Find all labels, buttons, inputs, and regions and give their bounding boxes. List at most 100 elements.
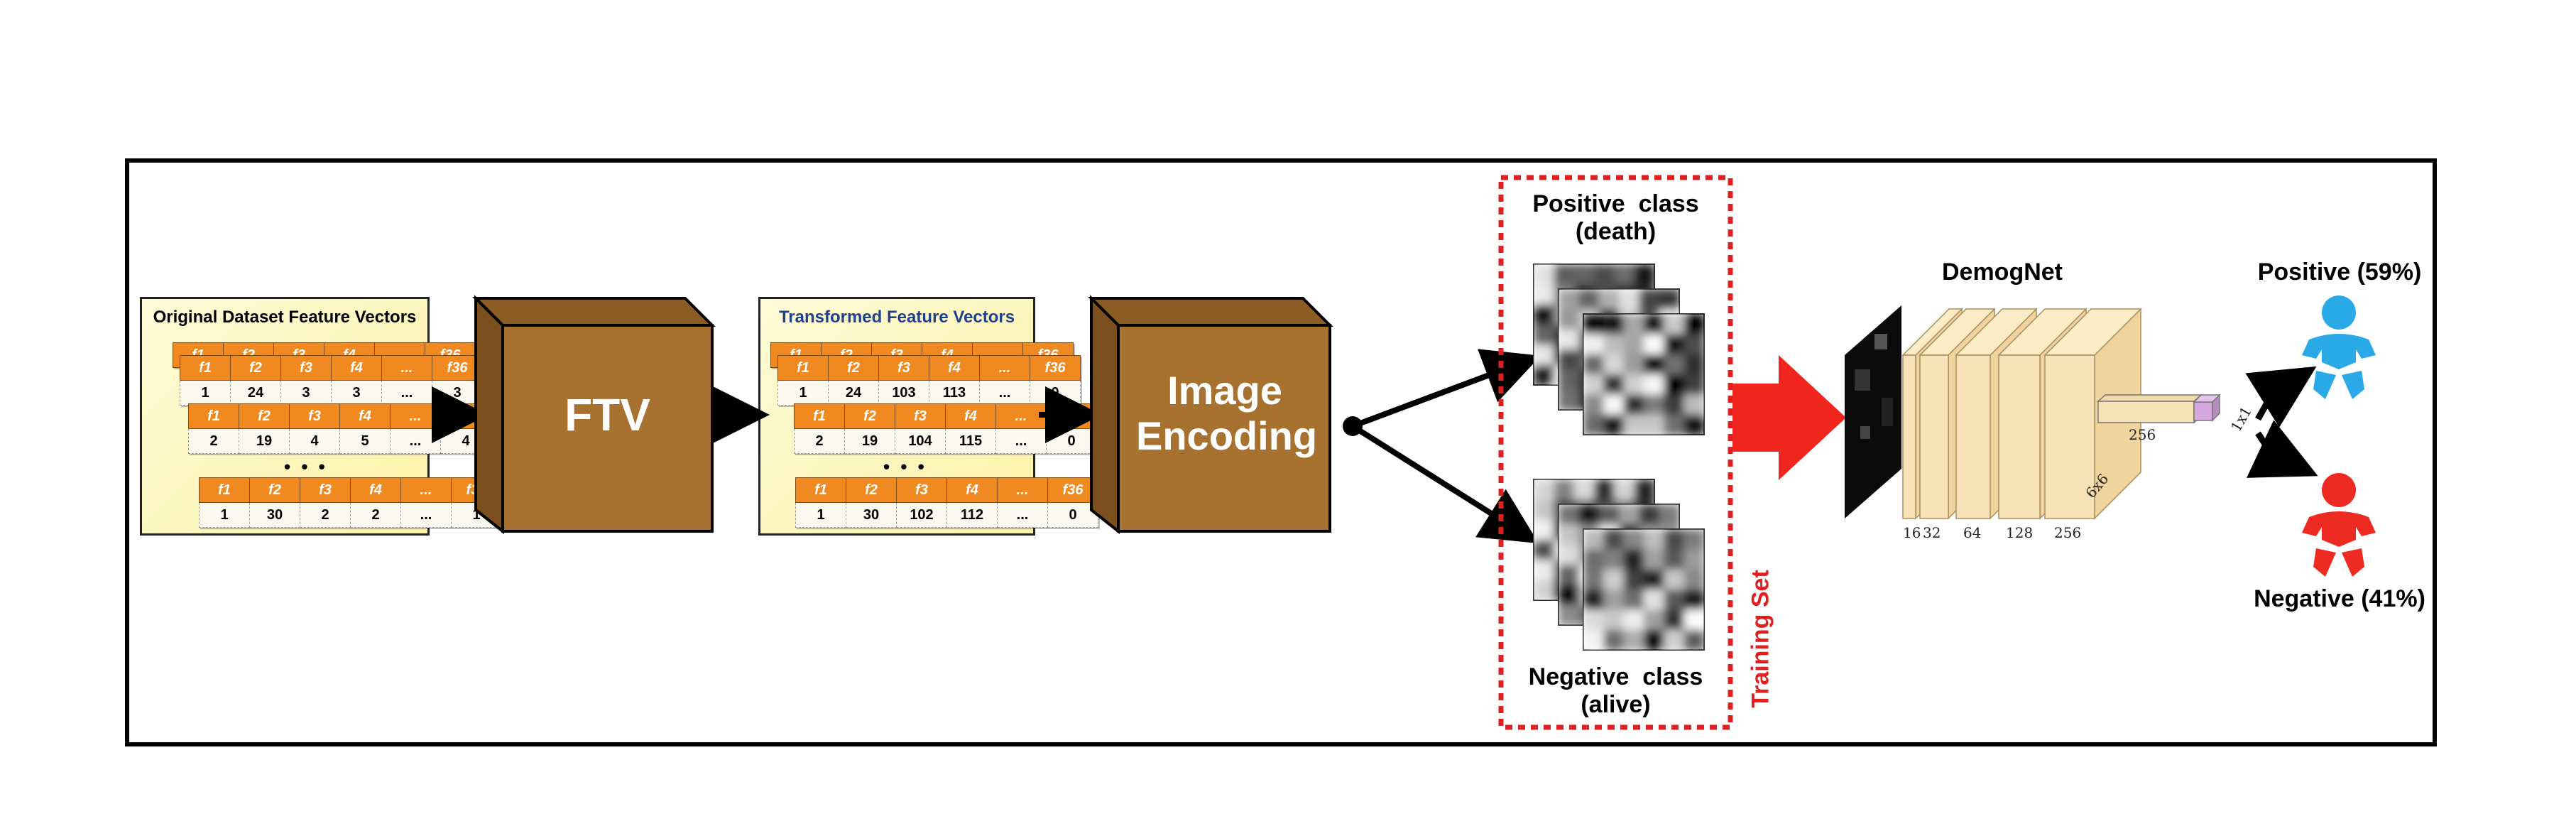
ellipsis-dots: • • • <box>284 456 328 477</box>
layer-size-label: 16 <box>1903 524 1921 541</box>
feature-header-cell: f36 <box>1030 355 1081 381</box>
negative-class-line1: Negative class <box>1528 663 1703 690</box>
feature-value-cell: 113 <box>929 380 980 406</box>
feature-header-cell: f4 <box>929 355 980 381</box>
feature-value-cell: 1 <box>777 380 829 406</box>
training-set-label: Training Set <box>1747 570 1774 708</box>
positive-encoded-images <box>1533 264 1705 435</box>
positive-class-line2: (death) <box>1575 218 1657 245</box>
encoded-image <box>1583 313 1705 435</box>
feature-header-cell: f3 <box>878 355 929 381</box>
feature-header-cell: f2 <box>249 477 300 503</box>
negative-encoded-images <box>1533 479 1705 651</box>
positive-baby-icon <box>2302 295 2376 399</box>
feature-value-cell: 3 <box>331 380 382 406</box>
feature-value-cell: 104 <box>895 428 946 454</box>
feature-header-cell: f1 <box>188 403 239 429</box>
arrow-to-positive-output <box>2245 366 2317 428</box>
conv-layers <box>1901 308 2142 520</box>
fc-layer <box>2097 393 2221 424</box>
feature-header-cell: f1 <box>199 477 250 503</box>
feature-header-cell: f3 <box>280 355 332 381</box>
feature-header-cell: f4 <box>339 403 391 429</box>
feature-header-cell: ... <box>381 355 432 381</box>
feature-value-cell: 1 <box>795 502 846 528</box>
transformed-vectors-title: Transformed Feature Vectors <box>778 308 1015 327</box>
feature-header-cell: ... <box>997 477 1048 503</box>
feature-value-cell: 19 <box>844 428 895 454</box>
feature-header-cell: f1 <box>794 403 845 429</box>
feature-header-cell: f2 <box>230 355 281 381</box>
feature-value-cell: 2 <box>350 502 401 528</box>
feature-value-cell: ... <box>995 428 1047 454</box>
negative-baby-icon <box>2302 473 2376 577</box>
feature-value-cell: 30 <box>249 502 300 528</box>
arrow-to-negative-output <box>2247 420 2318 478</box>
arrow-to-negative <box>1350 423 1539 544</box>
feature-header-cell: ... <box>995 403 1047 429</box>
feature-header-cell: f4 <box>945 403 996 429</box>
feature-header-cell: f36 <box>432 355 483 381</box>
feature-value-cell: ... <box>997 502 1048 528</box>
ftv-box-icon <box>472 295 716 535</box>
diagram-frame <box>125 158 2437 746</box>
positive-class-label: Positive class (death) <box>1501 190 1730 246</box>
big-red-arrow <box>1732 355 1846 480</box>
layer-size-label: 32 <box>1923 524 1941 541</box>
training-set-box <box>1498 175 1733 730</box>
feature-value-cell: 2 <box>300 502 351 528</box>
feature-header-cell: f3 <box>300 477 351 503</box>
feature-header-cell: f2 <box>846 477 897 503</box>
network-input-layer <box>1845 305 1901 518</box>
feature-value-cell: 24 <box>230 380 281 406</box>
feature-value-cell: 112 <box>946 502 998 528</box>
feature-value-cell: ... <box>381 380 432 406</box>
negative-output-label: Negative (41%) <box>2254 585 2425 612</box>
feature-value-cell: 19 <box>239 428 290 454</box>
image-encoding-label: Image Encoding <box>1136 368 1318 459</box>
feature-value-cell: 24 <box>828 380 879 406</box>
demognet-title: DemogNet <box>1941 259 2063 286</box>
feature-header-cell: f1 <box>180 355 231 381</box>
original-vectors-title: Original Dataset Feature Vectors <box>153 308 417 327</box>
feature-value-cell: 115 <box>945 428 996 454</box>
negative-class-line2: (alive) <box>1581 691 1651 718</box>
feature-header-cell: f4 <box>331 355 382 381</box>
feature-value-cell: 5 <box>339 428 391 454</box>
feature-header-cell: f4 <box>350 477 401 503</box>
encoded-image <box>1583 528 1705 651</box>
feature-value-cell: 2 <box>188 428 239 454</box>
feature-value-cell: 103 <box>878 380 929 406</box>
feature-header-cell: ... <box>400 477 452 503</box>
positive-class-line1: Positive class <box>1532 190 1699 217</box>
positive-output-label: Positive (59%) <box>2257 259 2422 286</box>
feature-value-cell: 1 <box>180 380 231 406</box>
feature-header-cell: f3 <box>895 403 946 429</box>
negative-class-label: Negative class (alive) <box>1501 663 1730 719</box>
layer-size-label: 256 <box>2054 524 2082 541</box>
feature-header-cell: f3 <box>289 403 340 429</box>
feature-header-cell: f2 <box>844 403 895 429</box>
arrow-to-positive <box>1351 349 1541 429</box>
feature-header-cell: f3 <box>896 477 947 503</box>
feature-header-cell: f2 <box>239 403 290 429</box>
feature-value-cell: 30 <box>846 502 897 528</box>
ellipsis-dots: • • • <box>883 456 927 477</box>
image-encoding-box-icon <box>1088 295 1333 535</box>
feature-value-cell: ... <box>400 502 452 528</box>
feature-value-cell: 102 <box>896 502 947 528</box>
feature-header-cell: f1 <box>777 355 829 381</box>
ftv-label: FTV <box>564 389 650 440</box>
feature-value-cell: 2 <box>794 428 845 454</box>
feature-header-cell: f1 <box>795 477 846 503</box>
feature-value-cell: 1 <box>199 502 250 528</box>
feature-value-cell: 3 <box>280 380 332 406</box>
layer-size-label: 64 <box>1963 524 1982 541</box>
fc-size-label: 256 <box>2129 426 2156 443</box>
layer-size-label: 128 <box>2006 524 2034 541</box>
